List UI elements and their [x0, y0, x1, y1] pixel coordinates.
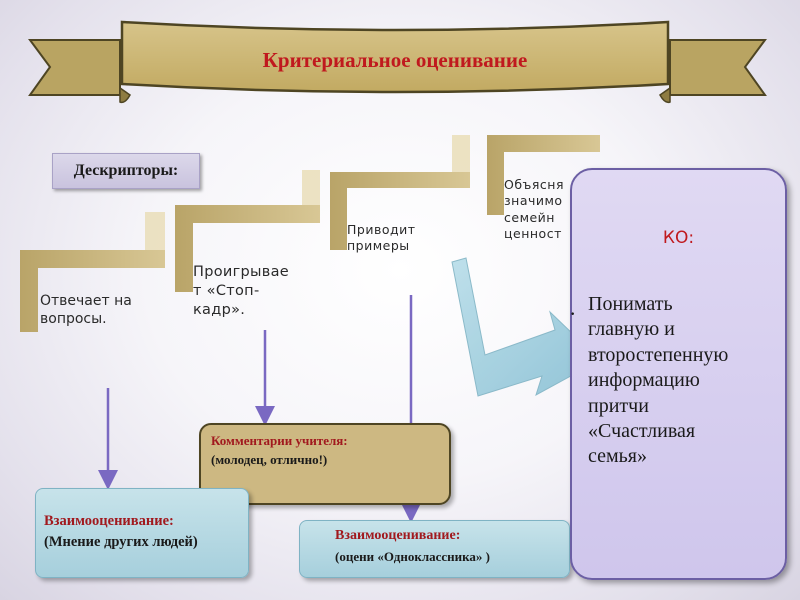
step-3-line: Приводит — [347, 222, 416, 237]
page-title: Критериальное оценивание — [262, 47, 528, 72]
peer-assessment-1-title: Взаимооценивание: — [44, 513, 174, 529]
title-banner — [28, 20, 767, 104]
step-bracket-1 — [20, 212, 165, 332]
step-1-text: Отвечает на вопросы. — [40, 292, 132, 328]
step-4-line: семейн — [504, 209, 555, 225]
ko-box: КО: • Понимать главную и второстепенную … — [570, 168, 787, 580]
step-4-line: значимо — [504, 193, 563, 209]
peer-assessment-2-title: Взаимооценивание: — [335, 528, 461, 543]
banner-left-tail — [28, 39, 121, 96]
step-1-line: вопросы. — [40, 311, 107, 328]
ko-line: притчи — [588, 394, 649, 417]
step-2-text: Проигрывае т «Стоп- кадр». — [193, 263, 289, 320]
ko-text: Понимать главную и второстепенную информ… — [588, 292, 788, 470]
ko-line: информацию — [588, 369, 700, 392]
step-2-line: т «Стоп- — [193, 282, 260, 299]
teacher-comments-title: Комментарии учителя: — [211, 433, 348, 448]
teacher-comments-text: (молодец, отлично!) — [211, 452, 328, 467]
peer-assessment-1-text: (Мнение других людей) — [44, 534, 198, 550]
step-2-line: кадр». — [193, 301, 246, 318]
bullet-icon: • — [570, 310, 576, 320]
ko-line: «Счастливая — [588, 419, 696, 442]
peer-assessment-2-text: (оцени «Одноклассника» ) — [335, 549, 491, 564]
banner-body — [120, 20, 670, 94]
step-bracket-2 — [175, 170, 320, 292]
step-3-text: Приводит примеры — [347, 222, 416, 255]
peer-assessment-box-1: Взаимооценивание: (Мнение других людей) — [35, 488, 249, 578]
ko-title: КО: — [662, 228, 695, 248]
step-1-line: Отвечает на — [40, 293, 132, 309]
peer-assessment-box-2: Взаимооценивание: (оцени «Одноклассника»… — [299, 520, 570, 578]
step-bracket-3 — [330, 135, 470, 250]
step-4-text: Объясня значимо семейн ценност — [504, 177, 564, 242]
step-bracket-4 — [487, 135, 600, 215]
step-2-line: Проигрывае — [193, 264, 290, 280]
banner-right-tail — [669, 39, 767, 96]
ko-line: Понимать — [588, 293, 673, 315]
step-3-line: примеры — [347, 238, 410, 254]
ko-line: семья» — [588, 445, 647, 468]
step-4-line: ценност — [504, 225, 562, 241]
ko-line: главную и — [588, 318, 675, 341]
step-4-line: Объясня — [504, 177, 564, 192]
descriptors-label: Дескрипторы: — [52, 153, 200, 189]
banner-left-fold — [119, 86, 131, 104]
banner-right-fold — [659, 86, 671, 104]
ko-line: второстепенную — [588, 343, 729, 366]
